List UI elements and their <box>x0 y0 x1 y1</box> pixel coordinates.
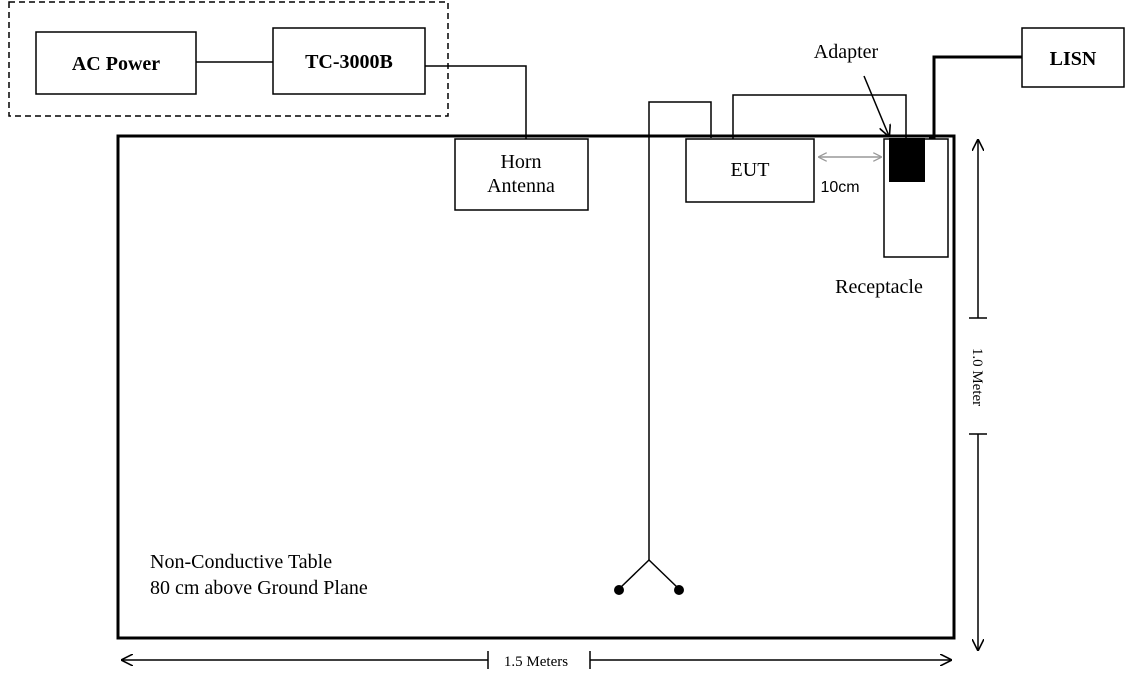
adapter-pointer <box>863 75 889 136</box>
table-description-line2: 80 cm above Ground Plane <box>150 577 368 599</box>
eut-label: EUT <box>731 159 770 181</box>
cable-end-left <box>614 585 624 595</box>
tc-to-horn-cable <box>425 65 527 139</box>
cable-split-right <box>648 559 679 589</box>
non-conductive-table <box>116 134 956 640</box>
cable-end-right <box>674 585 684 595</box>
horn-antenna-label-line1: Horn <box>500 151 541 173</box>
horn-antenna-box: Horn Antenna <box>454 138 589 211</box>
adapter <box>889 138 925 182</box>
height-label: 1.0 Meter <box>969 348 985 406</box>
tc3000b-box: TC-3000B <box>272 27 426 95</box>
lisn-label: LISN <box>1050 48 1097 70</box>
horn-antenna-label-line2: Antenna <box>487 175 555 197</box>
ac-power-label: AC Power <box>72 53 160 75</box>
adapter-label: Adapter <box>814 41 879 63</box>
width-label: 1.5 Meters <box>504 654 568 670</box>
equipment-enclosure <box>8 1 449 117</box>
spacing-label: 10cm <box>820 179 859 196</box>
cable-split-left <box>619 559 650 589</box>
receptacle-label: Receptacle <box>835 276 923 298</box>
eut-box: EUT <box>685 138 815 203</box>
tc3000b-label: TC-3000B <box>305 51 393 73</box>
hanging-cable <box>648 101 712 560</box>
ac-power-box: AC Power <box>35 31 197 95</box>
lisn-cable <box>929 55 1022 140</box>
lisn-box: LISN <box>1021 27 1125 88</box>
table-description-line1: Non-Conductive Table <box>150 551 332 573</box>
eut-power-cable <box>732 94 907 139</box>
